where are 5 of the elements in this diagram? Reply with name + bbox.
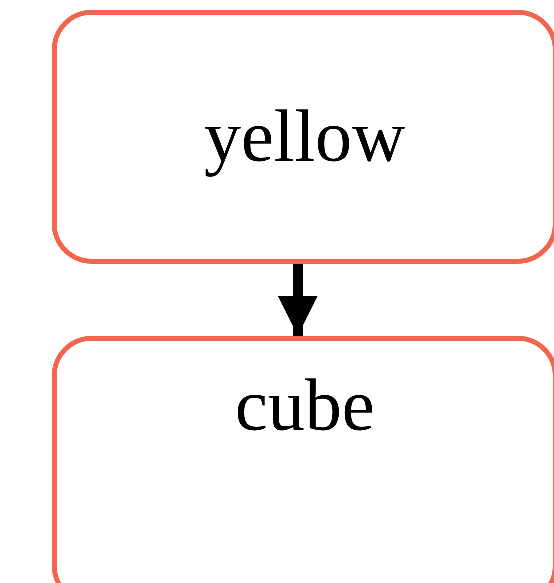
process-box: [52, 336, 554, 583]
process-box: [52, 10, 554, 264]
arrow: [278, 264, 318, 336]
node-label: yellow: [204, 94, 406, 180]
node-label: cube: [235, 364, 375, 448]
